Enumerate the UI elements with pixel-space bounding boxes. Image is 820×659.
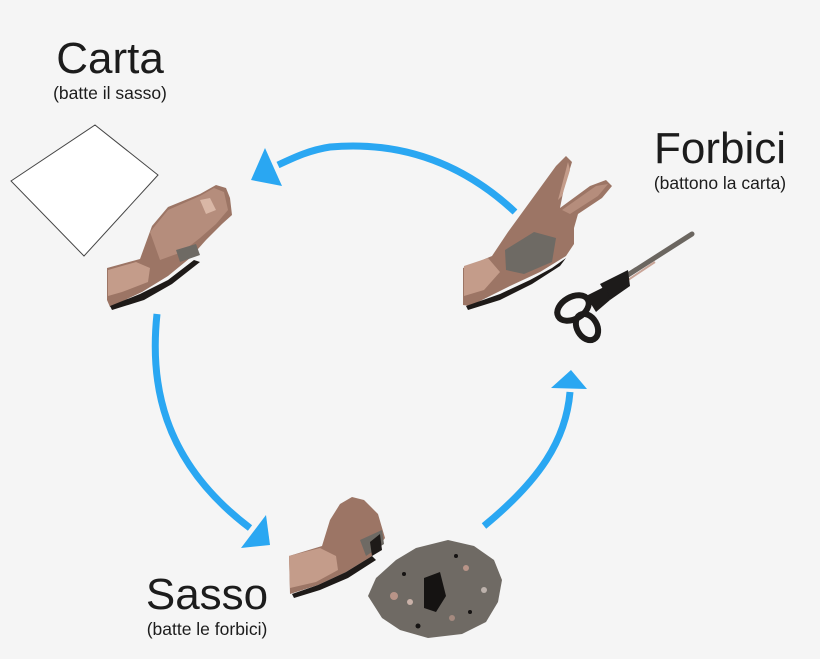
- arrow-sasso-to-forbici: [481, 370, 587, 529]
- rock-hand-icon: [289, 497, 385, 598]
- forbici-title: Forbici: [653, 124, 787, 173]
- scissors-hand-icon: [463, 156, 612, 310]
- rock-icon: [368, 540, 502, 638]
- arrow-carta-to-sasso: [151, 313, 270, 548]
- arrow-forbici-to-carta: [251, 142, 518, 215]
- scissors-icon: [554, 231, 695, 344]
- sasso-subtitle: (batte le forbici): [146, 619, 268, 639]
- node-forbici-label: Forbici (battono la carta): [622, 126, 818, 194]
- carta-title: Carta: [56, 34, 164, 83]
- sasso-title: Sasso: [145, 570, 269, 619]
- paper-sheet-icon: [10, 124, 159, 257]
- node-sasso-label: Sasso (batte le forbici): [112, 572, 302, 640]
- carta-subtitle: (batte il sasso): [53, 83, 167, 103]
- paper-hand-icon: [107, 185, 232, 310]
- node-carta-label: Carta (batte il sasso): [20, 36, 200, 104]
- forbici-subtitle: (battono la carta): [653, 173, 787, 193]
